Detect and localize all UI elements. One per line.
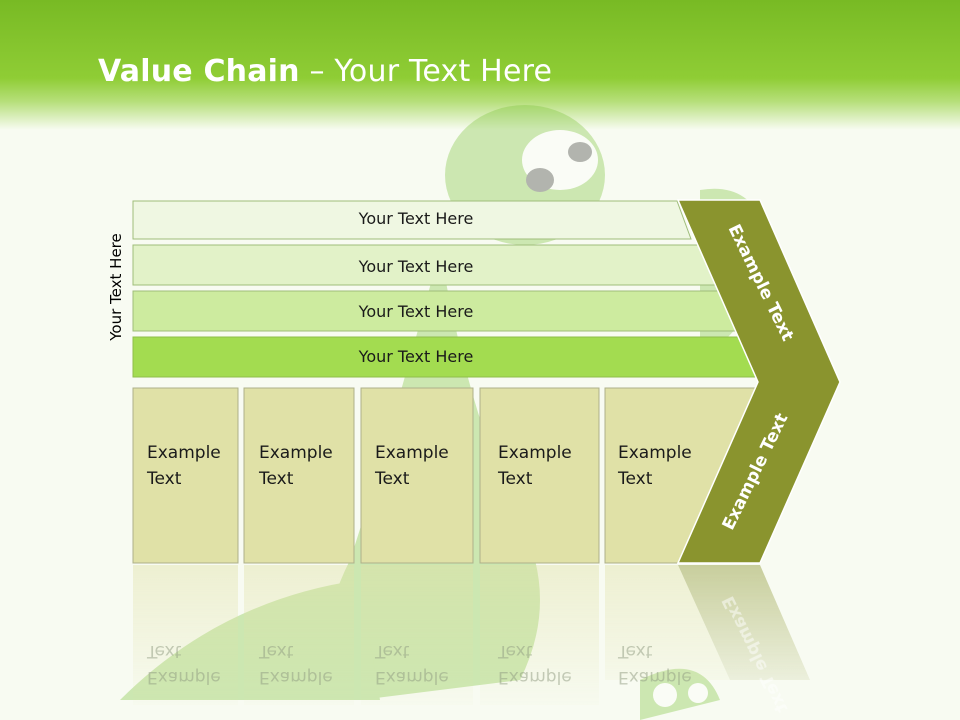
header-band	[0, 0, 960, 130]
support-rows: Your Text Here Your Text Here Your Text …	[132, 200, 764, 378]
primary-box-3-line2: Text	[374, 469, 410, 489]
primary-box-2-line1: Example	[259, 443, 333, 463]
reflection-box-1-line2: Text	[146, 641, 182, 661]
reflection-box-3-line2: Text	[374, 641, 410, 661]
support-row-1-label: Your Text Here	[358, 209, 474, 228]
primary-box-4-line2: Text	[497, 469, 533, 489]
reflection-box-2-line1: Example	[259, 667, 333, 687]
reflection-box-4-line2: Text	[497, 641, 533, 661]
primary-boxes: Example Text Example Text Example Text E…	[132, 387, 763, 564]
primary-box-5-line2: Text	[617, 469, 653, 489]
primary-box-5-line1: Example	[618, 443, 692, 463]
reflection-box-3-line1: Example	[375, 667, 449, 687]
reflection-box-5-line2: Text	[617, 641, 653, 661]
support-row-3-label: Your Text Here	[358, 302, 474, 321]
primary-box-2	[243, 387, 355, 564]
support-row-2-label: Your Text Here	[358, 257, 474, 276]
primary-box-4-line1: Example	[498, 443, 572, 463]
primary-box-3	[360, 387, 474, 564]
diagram-reflection	[133, 565, 810, 705]
primary-box-1-line1: Example	[147, 443, 221, 463]
slide-title: Value Chain – Your Text Here	[98, 54, 553, 89]
primary-box-3-line1: Example	[375, 443, 449, 463]
primary-box-1	[132, 387, 239, 564]
primary-box-4	[479, 387, 600, 564]
support-row-4-label: Your Text Here	[358, 347, 474, 366]
primary-box-2-line2: Text	[258, 469, 294, 489]
reflection-box-4-line1: Example	[498, 667, 572, 687]
reflection-box-2-line2: Text	[258, 641, 294, 661]
primary-box-1-line2: Text	[146, 469, 182, 489]
reflection-box-5-line1: Example	[618, 667, 692, 687]
margin-chevron	[676, 199, 841, 564]
reflection-box-1-line1: Example	[147, 667, 221, 687]
support-row-1	[132, 200, 692, 240]
